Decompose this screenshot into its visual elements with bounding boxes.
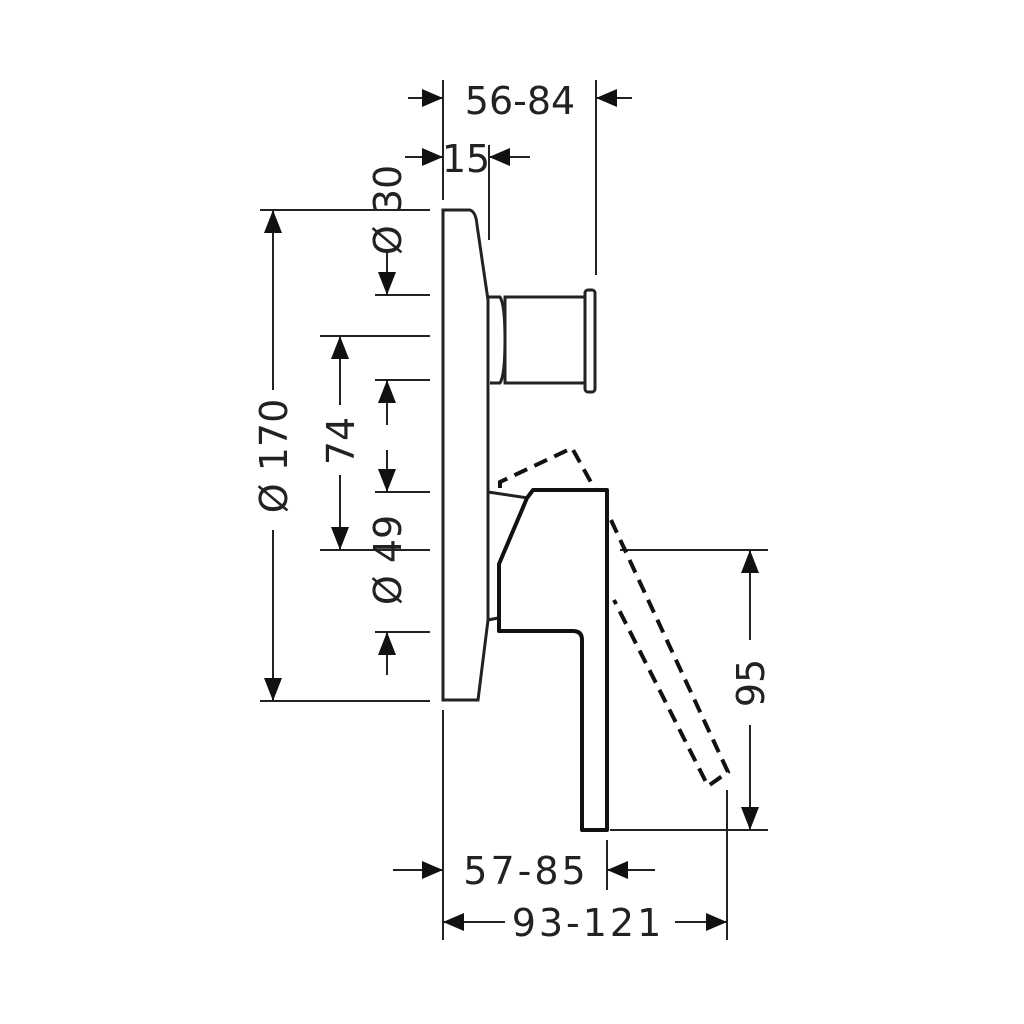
dim-diameter-49: Ø 49 [366,515,410,605]
dim-95: 95 [729,659,773,707]
dim-74: 74 [319,417,363,465]
dim-diameter-30: Ø 30 [366,165,410,255]
lever-handle [497,488,609,832]
dim-93-121: 93-121 [512,901,665,945]
dim-56-84: 56-84 [465,79,575,123]
dim-57-85: 57-85 [463,849,588,893]
lever-alternate-position [498,445,731,789]
dim-diameter-170: Ø 170 [252,399,296,514]
diverter-knob [487,288,597,394]
dimension-labels: 56-84 15 Ø 30 Ø 170 74 Ø 49 95 57-85 93-… [252,79,773,945]
extension-lines [260,80,768,940]
dimension-arrows [264,89,759,931]
dim-15: 15 [442,137,490,181]
escutcheon-plate [441,208,490,702]
